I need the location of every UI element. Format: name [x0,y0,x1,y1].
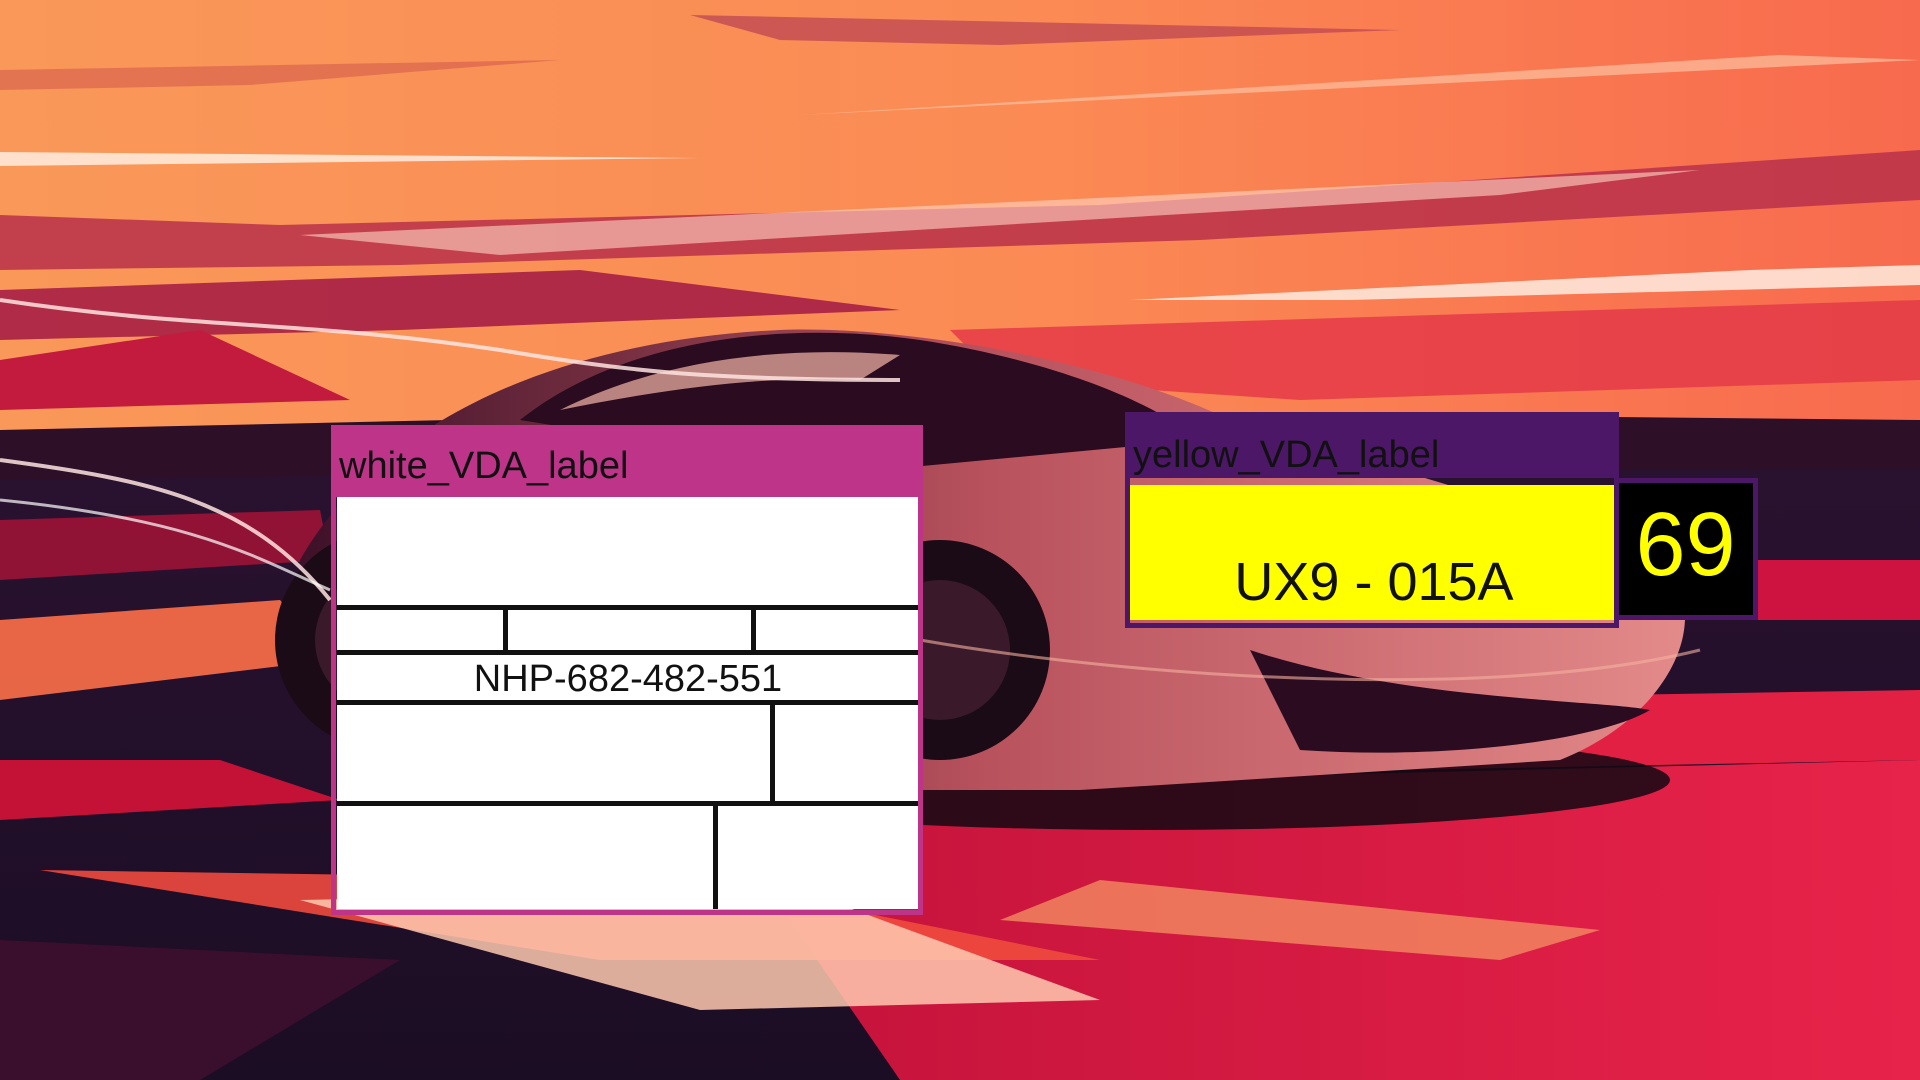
road-streak [0,940,400,1080]
yellow-label-tag: yellow_VDA_label [1125,412,1619,478]
car-front [1250,650,1650,753]
label-divider [503,605,508,653]
sky-streak [800,55,1920,115]
sky-streak [0,60,560,90]
sky-streak [300,170,1700,255]
label-divider [751,605,756,653]
white-label-tag: white_VDA_label [331,425,923,497]
sky-streak [0,330,350,410]
white-vda-label: NHP-682-482-551 [337,497,919,909]
yellow-plate-text: UX9 - 015A [1234,552,1514,612]
road-streak [300,890,1100,1010]
car-window-highlight [560,352,900,410]
label-divider [337,801,919,806]
wind-line [919,638,1701,682]
wind-line [0,458,332,602]
yellow-plate [1130,485,1618,620]
white-label-bounding-box [331,425,923,915]
sky-streak [0,152,700,166]
road-streak [1000,880,1600,960]
label-divider [337,650,919,655]
sky-streak [690,15,1400,45]
label-code: NHP-682-482-551 [473,658,783,700]
label-divider [337,605,919,610]
label-divider [770,700,775,804]
yellow-number: 69 [1635,495,1736,595]
label-divider [713,801,718,909]
sky-streak [950,300,1920,400]
wind-line [0,498,331,592]
wind-line [0,298,901,382]
sky-streak [1130,265,1920,300]
yellow-number-panel [1618,478,1758,620]
label-divider [337,700,919,705]
road-streak [0,600,330,700]
road-streak [0,760,340,820]
